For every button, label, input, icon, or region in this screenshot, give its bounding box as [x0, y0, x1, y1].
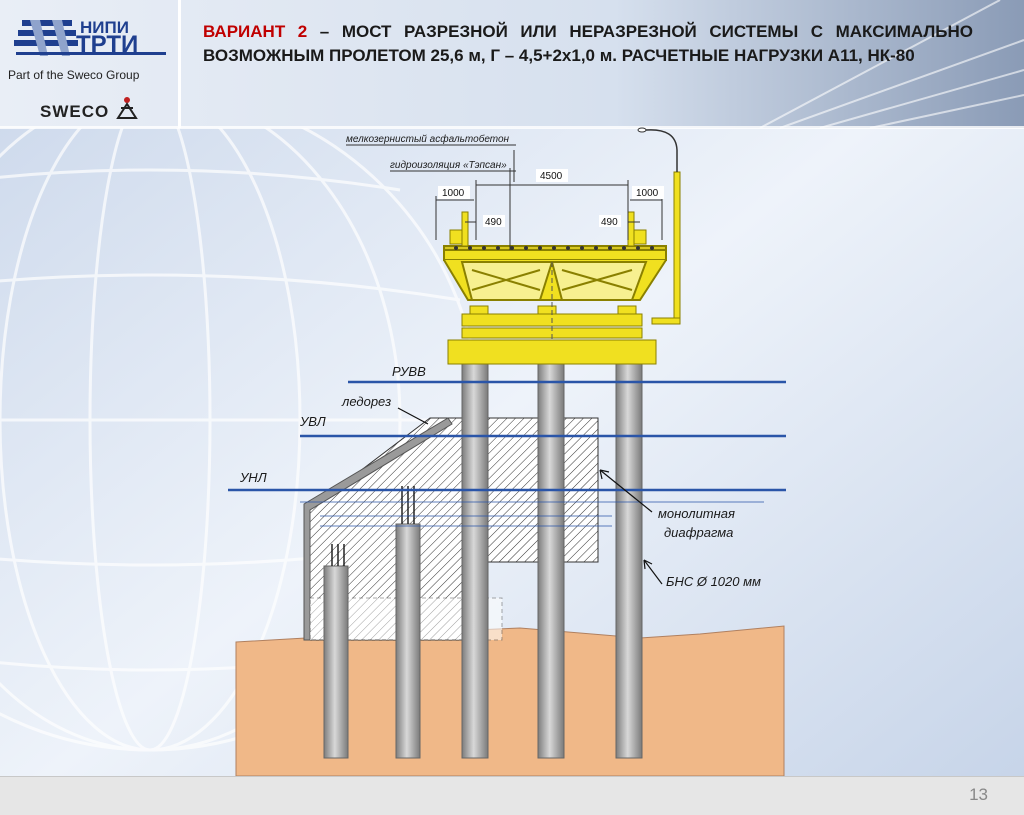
dim-1000-right: 1000 — [636, 188, 659, 199]
title-variant: ВАРИАНТ 2 — [203, 22, 308, 41]
cap-beam — [447, 339, 657, 365]
pier-column-left — [461, 363, 489, 759]
header: НИПИ ТРТИ Part of the Sweco Group SWECO … — [0, 0, 1024, 128]
label-uvl: УВЛ — [299, 414, 326, 429]
pier-column-right — [615, 363, 643, 759]
railings — [449, 211, 647, 247]
bearings — [469, 305, 637, 315]
dim-490-right: 490 — [601, 217, 618, 228]
pile-2 — [395, 523, 421, 759]
sweco-symbol-icon — [116, 97, 138, 119]
label-unl: УНЛ — [239, 470, 267, 485]
label-ruvv: РУВВ — [392, 364, 426, 379]
sweco-logo: SWECO — [40, 96, 139, 122]
nipi-trti-logo-icon: НИПИ ТРТИ — [14, 18, 166, 58]
pile-1 — [323, 565, 349, 759]
pier-column-middle — [537, 363, 565, 759]
label-diaphragm-2: диафрагма — [664, 525, 733, 540]
slide-title: ВАРИАНТ 2 – МОСТ РАЗРЕЗНОЙ ИЛИ НЕРАЗРЕЗН… — [203, 20, 973, 68]
title-text: – МОСТ РАЗРЕЗНОЙ ИЛИ НЕРАЗРЕЗНОЙ СИСТЕМЫ… — [203, 22, 973, 65]
logo-word-main: ТРТИ — [76, 31, 138, 58]
dim-4500: 4500 — [540, 171, 563, 182]
dim-490-left: 490 — [485, 217, 502, 228]
icebreaker — [303, 417, 453, 641]
ground — [235, 625, 785, 777]
label-waterproofing: гидроизоляция «Тэпсан» — [390, 160, 507, 171]
sweco-text: SWECO — [40, 102, 110, 121]
lighting-pole — [637, 127, 681, 325]
deck-studs — [454, 246, 654, 250]
logo-word-top: НИПИ — [80, 18, 129, 37]
footer: 13 — [0, 776, 1024, 815]
label-asphalt: мелкозернистый асфальтобетон — [346, 133, 510, 145]
dim-1000-left: 1000 — [442, 188, 465, 199]
logo: НИПИ ТРТИ Part of the Sweco Group SWECO — [0, 0, 178, 128]
page-number: 13 — [969, 785, 988, 804]
leader-lines — [397, 407, 663, 585]
pile-rebar — [331, 486, 415, 566]
logo-part-of: Part of the Sweco Group — [8, 68, 140, 82]
label-bns: БНС Ø 1020 мм — [666, 574, 761, 589]
label-icebreaker: ледорез — [341, 394, 391, 409]
dimensions — [435, 150, 663, 250]
label-diaphragm-1: монолитная — [658, 506, 735, 521]
